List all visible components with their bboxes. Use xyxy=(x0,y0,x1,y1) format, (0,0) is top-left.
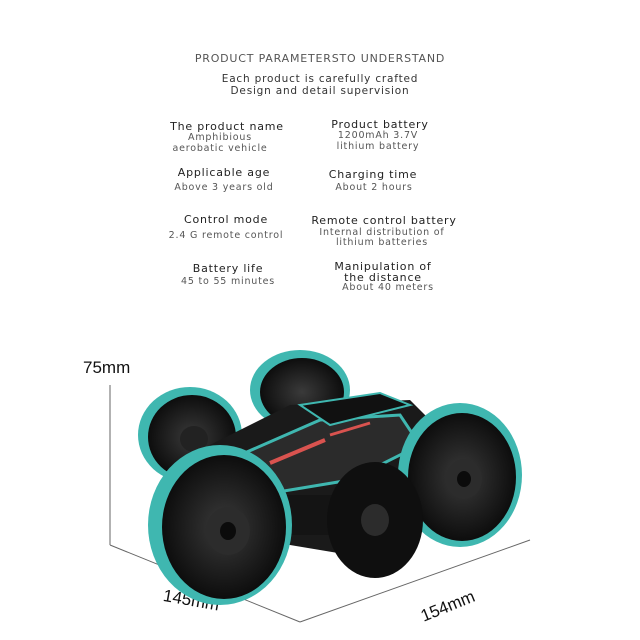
wheel-rear-center xyxy=(327,462,423,578)
subtitle-line-1: Each product is carefully crafted xyxy=(221,73,419,85)
battery-life-label: Battery life xyxy=(192,262,264,275)
product-battery-value-2: lithium battery xyxy=(336,141,420,152)
wheel-front-left xyxy=(148,445,292,605)
wheel-front-right xyxy=(398,403,522,547)
remote-battery-value-1: Internal distribution of xyxy=(319,227,445,238)
product-battery-label: Product battery xyxy=(331,118,429,131)
control-mode-value: 2.4 G remote control xyxy=(168,230,284,241)
distance-label-1: Manipulation of xyxy=(334,260,432,273)
product-name-value-1: Amphibious xyxy=(188,132,252,143)
remote-battery-label: Remote control battery xyxy=(311,214,457,227)
battery-life-value: 45 to 55 minutes xyxy=(180,276,276,287)
product-name-label: The product name xyxy=(170,120,284,133)
height-dimension-label: 75mm xyxy=(83,358,131,377)
subtitle-line-2: Design and detail supervision xyxy=(230,85,410,97)
product-name-value-2: aerobatic vehicle xyxy=(172,143,268,154)
amphibious-car-image xyxy=(138,350,522,605)
charging-time-value: About 2 hours xyxy=(335,182,413,193)
remote-battery-value-2: lithium batteries xyxy=(335,237,429,248)
age-value: Above 3 years old xyxy=(174,182,274,193)
age-label: Applicable age xyxy=(177,166,271,179)
control-mode-label: Control mode xyxy=(183,213,269,226)
length-dimension-line xyxy=(299,539,531,623)
charging-time-label: Charging time xyxy=(328,168,418,181)
distance-label-2: the distance xyxy=(344,271,422,284)
product-battery-value-1: 1200mAh 3.7V xyxy=(337,130,419,141)
distance-value: About 40 meters xyxy=(342,282,434,293)
page-title: PRODUCT PARAMETERSTO UNDERSTAND xyxy=(194,52,446,65)
